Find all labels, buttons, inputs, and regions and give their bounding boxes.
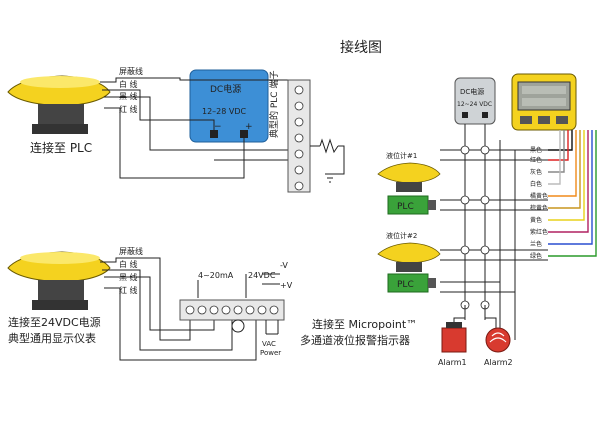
sensor1-label: 液位计#1 bbox=[386, 151, 417, 160]
dc-box-voltage-2: 12~24 VDC bbox=[457, 101, 492, 108]
wire-label-shield: 屏蔽线 bbox=[119, 246, 143, 256]
display-caption-line1: 连接至24VDC电源 bbox=[8, 315, 101, 329]
display-caption-line2: 典型通用显示仪表 bbox=[8, 331, 96, 345]
plc-terminal-strip bbox=[287, 79, 345, 193]
wire-label-red: 红 线 bbox=[119, 104, 138, 114]
dc-box-title-2: DC电源 bbox=[460, 87, 484, 96]
alarm1-label: Alarm1 bbox=[438, 358, 467, 367]
wire-color-label: 棕黄色 bbox=[530, 204, 548, 212]
micropoint-device bbox=[511, 73, 577, 131]
level-sensor-icon bbox=[7, 251, 111, 310]
wire-color-label: 黄色 bbox=[530, 216, 542, 224]
svg-text:−: − bbox=[214, 122, 222, 132]
alarm2-icon bbox=[485, 327, 511, 353]
display-section: 连接至24VDC电源 典型通用显示仪表 屏蔽线 白 线 黑 线 红 线 4~20… bbox=[7, 246, 293, 361]
svg-text:+: + bbox=[245, 122, 253, 132]
voltage-label: 24VDC bbox=[248, 271, 276, 280]
dc-power-box: DC电源 12–28 VDC − + bbox=[189, 69, 269, 143]
wire-label-shield: 屏蔽线 bbox=[119, 66, 143, 76]
micropoint-caption-line2: 多通道液位报警指示器 bbox=[300, 333, 410, 347]
wire-label-white: 白 线 bbox=[119, 79, 138, 89]
wire-label-black: 黑 线 bbox=[119, 91, 138, 101]
wire-color-label: 绿色 bbox=[530, 252, 542, 260]
plc-badge-1: PLC bbox=[387, 195, 436, 215]
wire-color-label: 兰色 bbox=[530, 240, 542, 248]
wire-label-red: 红 线 bbox=[119, 285, 138, 295]
level-sensor-icon bbox=[7, 75, 111, 134]
level-sensor-2-icon bbox=[377, 242, 441, 272]
alarm2-label: Alarm2 bbox=[484, 358, 513, 367]
dc-box-title: DC电源 bbox=[210, 83, 241, 95]
current-label: 4~20mA bbox=[198, 271, 234, 280]
plc-terminal-label: 典型的 PLC 端子 bbox=[268, 71, 280, 138]
dc-power-box-2: DC电源 12~24 VDC bbox=[454, 77, 496, 125]
power-label-power: Power bbox=[260, 349, 281, 357]
power-label-vac: VAC bbox=[262, 340, 276, 348]
wire-color-label: 灰色 bbox=[530, 168, 542, 176]
micropoint-caption-line1: 连接至 Micropoint™ bbox=[312, 318, 417, 331]
sensor2-label: 液位计#2 bbox=[386, 231, 417, 240]
wire-color-label: 黑色 bbox=[530, 146, 542, 154]
plc-caption: 连接至 PLC bbox=[30, 140, 92, 155]
micropoint-section: DC电源 12~24 VDC bbox=[300, 73, 597, 367]
plus-v-label: +V bbox=[280, 281, 293, 290]
wire-color-label: 橘黄色 bbox=[530, 192, 548, 200]
plc-section: 连接至 PLC 屏蔽线 白 线 黑 线 红 线 DC电源 12–28 VDC −… bbox=[7, 66, 345, 193]
dc-box-voltage: 12–28 VDC bbox=[202, 107, 247, 116]
wire-label-white: 白 线 bbox=[119, 259, 138, 269]
plc-badge-2-label: PLC bbox=[397, 280, 414, 290]
plc-badge-2: PLC bbox=[387, 273, 436, 293]
plc-badge-1-label: PLC bbox=[397, 202, 414, 212]
alarm1-icon bbox=[441, 322, 467, 353]
wire-color-label: 紫红色 bbox=[530, 228, 548, 236]
diagram-title: 接线图 bbox=[340, 39, 382, 56]
wire-color-label: 白色 bbox=[530, 180, 542, 188]
wire-color-label: 红色 bbox=[530, 156, 542, 164]
level-sensor-1-icon bbox=[377, 162, 441, 192]
minus-v-label: -V bbox=[280, 261, 288, 270]
display-terminal-strip bbox=[179, 299, 285, 333]
